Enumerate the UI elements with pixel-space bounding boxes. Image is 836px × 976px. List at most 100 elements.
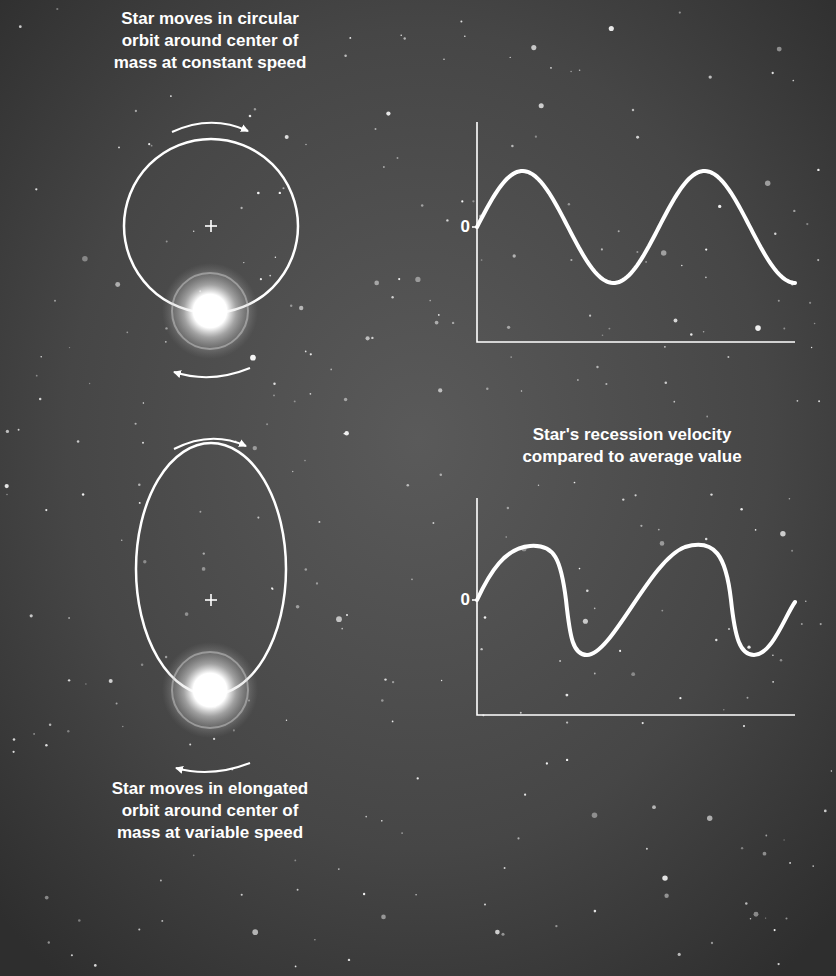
background-star (517, 837, 519, 839)
background-star (747, 646, 750, 649)
background-star (642, 722, 644, 724)
background-star (574, 482, 576, 484)
background-star (461, 200, 463, 202)
background-star (789, 498, 791, 500)
background-star (135, 110, 137, 112)
background-star (780, 531, 785, 536)
background-star (568, 203, 570, 205)
background-star (407, 484, 410, 487)
background-star (589, 315, 591, 317)
background-star (640, 525, 642, 527)
background-star (710, 493, 712, 495)
background-star (160, 880, 162, 882)
background-star (40, 356, 41, 357)
background-star (824, 810, 827, 813)
background-star (443, 59, 445, 61)
background-star (305, 568, 307, 570)
background-star (520, 712, 522, 714)
background-star (138, 483, 141, 486)
background-star (789, 862, 791, 864)
background-star (646, 848, 648, 850)
background-star (13, 738, 16, 741)
background-star (310, 353, 312, 355)
background-star (240, 207, 242, 209)
background-star (366, 336, 370, 340)
background-star (141, 663, 144, 666)
background-star (6, 430, 9, 433)
background-star (297, 889, 299, 891)
background-star (743, 725, 745, 727)
background-star (679, 697, 681, 699)
background-star (257, 192, 260, 195)
background-star (381, 820, 383, 822)
background-star (45, 744, 48, 747)
background-star (346, 614, 348, 616)
background-star (54, 300, 56, 302)
background-star (559, 660, 561, 662)
background-star (664, 894, 668, 898)
background-star (318, 521, 320, 523)
background-star (566, 721, 568, 723)
background-star (772, 654, 774, 656)
background-star (605, 383, 607, 385)
background-star (570, 259, 572, 261)
background-star (166, 240, 168, 242)
background-star (507, 507, 509, 509)
background-star (33, 733, 35, 735)
background-star (30, 614, 33, 617)
background-star (143, 560, 146, 563)
background-star (374, 281, 379, 286)
background-star (472, 200, 474, 202)
background-star (618, 230, 620, 232)
background-star (831, 770, 832, 771)
background-star (452, 322, 454, 324)
background-star (71, 954, 73, 956)
background-star (513, 254, 516, 257)
background-star (294, 859, 296, 861)
background-star (441, 680, 442, 681)
background-star (504, 867, 506, 869)
background-star (772, 681, 774, 683)
background-star (415, 277, 420, 282)
background-star (440, 473, 443, 476)
background-star (67, 730, 69, 732)
background-star (432, 522, 434, 524)
background-star (398, 278, 400, 280)
background-star (260, 278, 262, 280)
background-star (531, 45, 536, 50)
background-star (495, 930, 500, 935)
background-star (148, 143, 150, 145)
background-star (193, 231, 195, 233)
background-star (727, 356, 729, 358)
background-star (521, 390, 522, 391)
background-star (18, 429, 20, 431)
background-star (241, 894, 243, 896)
background-star (365, 816, 367, 818)
background-star (266, 423, 268, 425)
background-star (811, 347, 812, 348)
background-star (791, 550, 793, 552)
background-star (49, 724, 52, 727)
background-star (341, 628, 343, 630)
background-star (39, 398, 41, 400)
background-star (636, 136, 639, 139)
background-star (371, 337, 373, 339)
star-glow (162, 263, 258, 359)
motion-arrow (174, 439, 246, 449)
background-star (82, 493, 84, 495)
background-star (45, 509, 47, 511)
background-star (5, 484, 9, 488)
background-star (56, 8, 58, 10)
background-star (304, 460, 306, 462)
background-star (299, 306, 303, 310)
background-star (348, 959, 350, 961)
background-star (741, 847, 743, 849)
background-star (290, 305, 292, 307)
background-star (78, 919, 81, 922)
background-star (69, 347, 70, 348)
background-star (272, 588, 274, 590)
background-star (565, 694, 568, 697)
background-star (634, 494, 636, 496)
background-star (384, 678, 386, 680)
background-star (750, 918, 752, 920)
